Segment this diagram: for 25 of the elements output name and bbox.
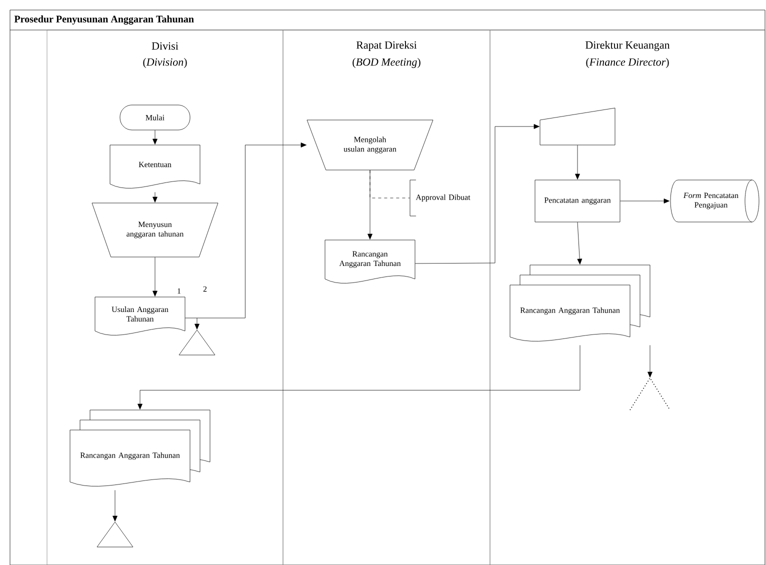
- multiple-documents: Rancangan Anggaran Tahunan: [510, 264, 650, 342]
- arrow: [575, 145, 580, 180]
- arrow: [112, 490, 118, 522]
- multiple-documents: Rancangan Anggaran Tahunan: [70, 410, 210, 486]
- arrow: [577, 222, 582, 264]
- arrow: [368, 170, 372, 240]
- manual-input-shape: [540, 108, 616, 146]
- callout-number: 2: [203, 286, 207, 292]
- terminator: Mulai: [120, 104, 190, 130]
- process-box: Pencatatan anggaran: [534, 180, 620, 222]
- archive-triangle: [178, 330, 216, 356]
- arrow: [648, 345, 652, 378]
- arrow: [152, 130, 158, 144]
- arrow: [185, 142, 306, 318]
- arrow: [152, 257, 158, 296]
- node-label: Form Pencatatan Pengajuan: [683, 192, 738, 210]
- arrow: [620, 198, 670, 204]
- callout-number: 1: [178, 288, 181, 294]
- archive-triangle: [96, 522, 134, 548]
- arrow: [152, 192, 158, 202]
- arrow: [138, 345, 580, 410]
- arrow: [415, 124, 540, 264]
- title: Prosedur Penyusunan Anggaran Tahunan: [14, 15, 194, 25]
- annotation: Approval Dibuat: [410, 180, 470, 216]
- arrow: [194, 318, 200, 330]
